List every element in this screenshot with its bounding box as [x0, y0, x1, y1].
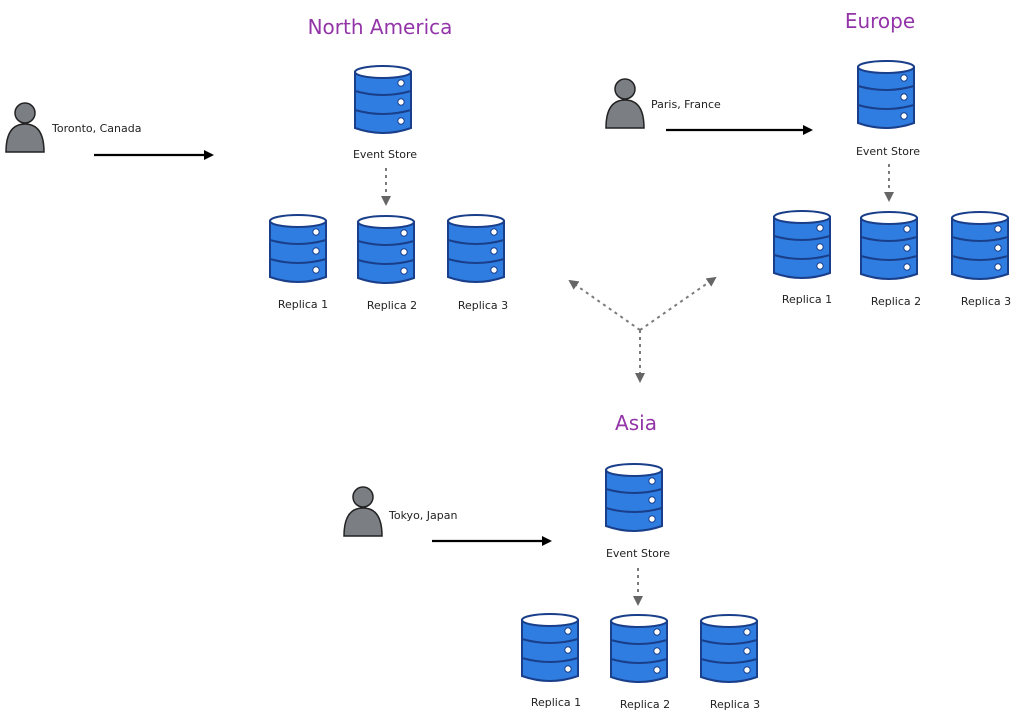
region-title: North America	[308, 15, 453, 39]
database-icon	[605, 463, 663, 532]
user-icon	[343, 486, 383, 537]
event-store-label: Event Store	[856, 145, 920, 158]
replica-1: Replica 1	[269, 214, 328, 311]
region-europe: Europe Paris, France Event Store Replica…	[605, 9, 1011, 308]
database-icon	[860, 211, 918, 280]
replica-3: Replica 3	[951, 211, 1011, 308]
user-icon	[5, 102, 45, 153]
replica-label: Replica 3	[961, 295, 1011, 308]
user-label: Tokyo, Japan	[388, 509, 457, 522]
database-icon	[610, 614, 668, 683]
database-icon	[357, 215, 415, 284]
database-icon	[857, 60, 915, 129]
database-icon	[354, 65, 412, 134]
replica-label: Replica 1	[531, 696, 581, 709]
replica-label: Replica 1	[782, 293, 832, 306]
replica-label: Replica 3	[710, 698, 760, 711]
replica-label: Replica 2	[367, 299, 417, 312]
replica-3: Replica 3	[700, 614, 760, 711]
replica-label: Replica 1	[278, 298, 328, 311]
user-paris: Paris, France	[605, 78, 721, 129]
event-store: Event Store	[353, 65, 417, 161]
database-icon	[951, 211, 1009, 280]
replica-3: Replica 3	[447, 214, 508, 312]
database-icon	[700, 614, 758, 683]
replica-2: Replica 2	[357, 215, 417, 312]
event-store-label: Event Store	[606, 547, 670, 560]
user-label: Toronto, Canada	[51, 122, 141, 135]
region-title: Europe	[845, 9, 915, 33]
replica-2: Replica 2	[860, 211, 921, 308]
database-icon	[773, 210, 831, 279]
user-label: Paris, France	[651, 98, 721, 111]
cross-region-replication	[568, 276, 717, 383]
event-store-label: Event Store	[353, 148, 417, 161]
database-icon	[269, 214, 327, 283]
user-tokyo: Tokyo, Japan	[343, 486, 457, 537]
replica-2: Replica 2	[610, 614, 670, 711]
database-icon	[521, 613, 579, 682]
user-icon	[605, 78, 645, 129]
event-store: Event Store	[856, 60, 920, 158]
database-icon	[447, 214, 505, 283]
replication-arrow-north-america	[568, 279, 641, 331]
replica-1: Replica 1	[521, 613, 581, 709]
region-title: Asia	[615, 411, 657, 435]
replica-label: Replica 2	[620, 698, 670, 711]
user-toronto: Toronto, Canada	[5, 102, 141, 153]
region-asia: Asia Tokyo, Japan Event Store Replica 1 …	[343, 411, 760, 711]
replication-arrow-europe	[639, 276, 717, 331]
event-store: Event Store	[605, 463, 670, 560]
region-north-america: North America Toronto, Canada Event Stor…	[5, 15, 508, 312]
replica-1: Replica 1	[773, 210, 832, 306]
replica-label: Replica 3	[458, 299, 508, 312]
replica-label: Replica 2	[871, 295, 921, 308]
